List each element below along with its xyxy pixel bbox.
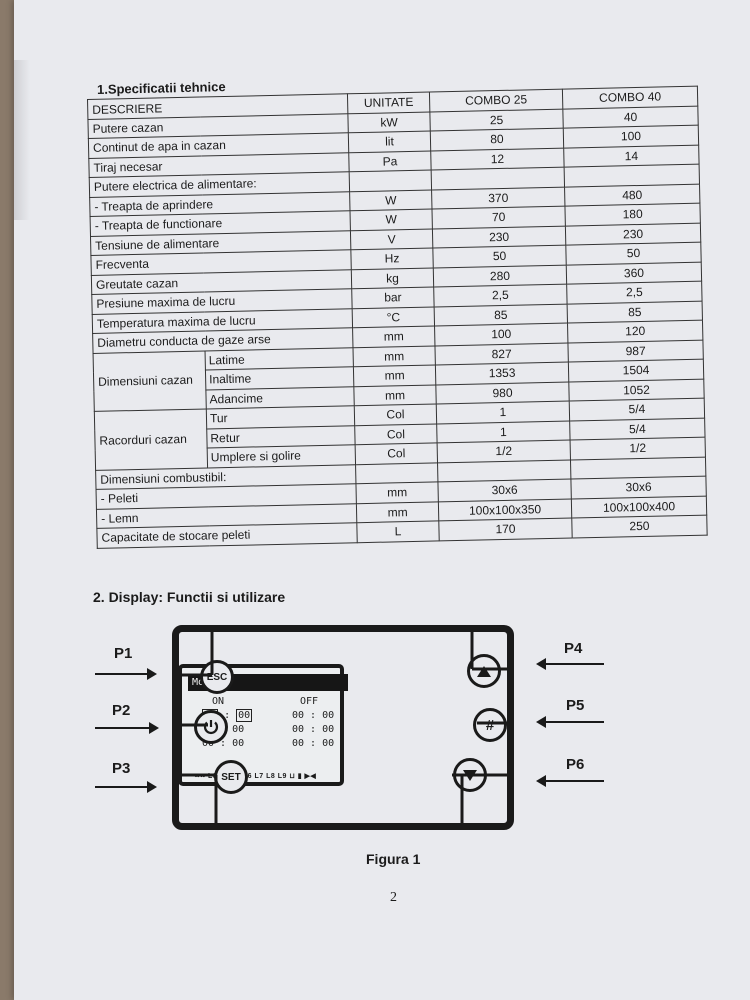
row-unit: Col: [354, 423, 438, 445]
arrow-p6: [536, 775, 604, 787]
lcd-off-label: OFF: [300, 696, 319, 707]
row-unit: mm: [352, 345, 436, 367]
row-unit: mm: [353, 364, 436, 387]
label-p5: P5: [566, 697, 585, 714]
paper-edge: [14, 60, 30, 220]
section-1-title: 1.Specificatii tehnice: [96, 79, 226, 97]
row-unit: V: [350, 228, 433, 250]
row-unit: W: [349, 189, 432, 211]
row-unit: kg: [351, 267, 434, 289]
arrow-p4: [536, 658, 604, 670]
power-button[interactable]: [194, 710, 228, 744]
page-number: 2: [390, 890, 397, 905]
row-unit: Col: [355, 442, 438, 465]
row-unit: mm: [353, 384, 437, 406]
row-unit: Hz: [350, 247, 434, 270]
row-unit: Pa: [348, 150, 432, 172]
arrow-p2: [95, 722, 159, 734]
group-racorduri-cazan: Racorduri cazan: [94, 408, 208, 470]
row-unit: [349, 170, 432, 192]
triangle-up-icon: [477, 665, 491, 677]
lcd-on-row-3: 00 : 00: [202, 738, 245, 749]
arrow-p1: [95, 668, 157, 680]
row-unit: lit: [348, 131, 431, 153]
arrow-p3: [95, 781, 157, 793]
row-unit: W: [350, 209, 433, 231]
lcd-on-min-1: 00: [236, 709, 253, 722]
lcd-off-row-2: 00 : 00: [292, 724, 335, 735]
indicator-strip: ~~ ∞∞ L3 L4 L5 L6 L7 L8 L9 ⊔ ▮ ▶◀: [183, 773, 317, 780]
row-unit: bar: [351, 286, 435, 309]
label-p3: P3: [112, 760, 131, 777]
row-unit: kW: [347, 111, 431, 133]
row-combo40: 250: [571, 515, 708, 538]
lcd-on-label: ON: [212, 696, 225, 707]
panel-grid-lines: [179, 632, 507, 823]
figure-caption: Figura 1: [366, 851, 421, 867]
row-unit: mm: [355, 481, 439, 504]
esc-button[interactable]: ESC: [200, 660, 234, 694]
paper-sheet: [14, 0, 750, 1000]
row-unit: L: [356, 520, 440, 543]
lcd-off-row-3: 00 : 00: [292, 738, 335, 749]
row-unit: Col: [354, 403, 437, 426]
arrow-p5: [536, 716, 604, 728]
lcd-off-row-1: 00 : 00: [292, 710, 335, 721]
header-unitate: UNITATE: [347, 92, 430, 114]
row-combo25: 170: [438, 518, 573, 541]
label-p2: P2: [112, 702, 131, 719]
hash-button[interactable]: #: [473, 708, 507, 742]
row-unit: mm: [352, 325, 435, 348]
hash-icon: #: [485, 716, 495, 734]
group-dimensiuni-cazan: Dimensiuni cazan: [93, 350, 207, 412]
label-p4: P4: [564, 640, 583, 657]
section-2-title: 2. Display: Functii si utilizare: [93, 589, 286, 605]
label-p6: P6: [566, 756, 585, 773]
set-button[interactable]: SET: [214, 760, 248, 794]
label-p1: P1: [114, 645, 133, 662]
row-unit: mm: [356, 501, 439, 523]
row-unit: [355, 462, 438, 484]
display-figure: Monday ON OFF 06 : 00 00 : 00 00 : 00 00…: [92, 620, 622, 850]
row-unit: °C: [352, 306, 435, 328]
